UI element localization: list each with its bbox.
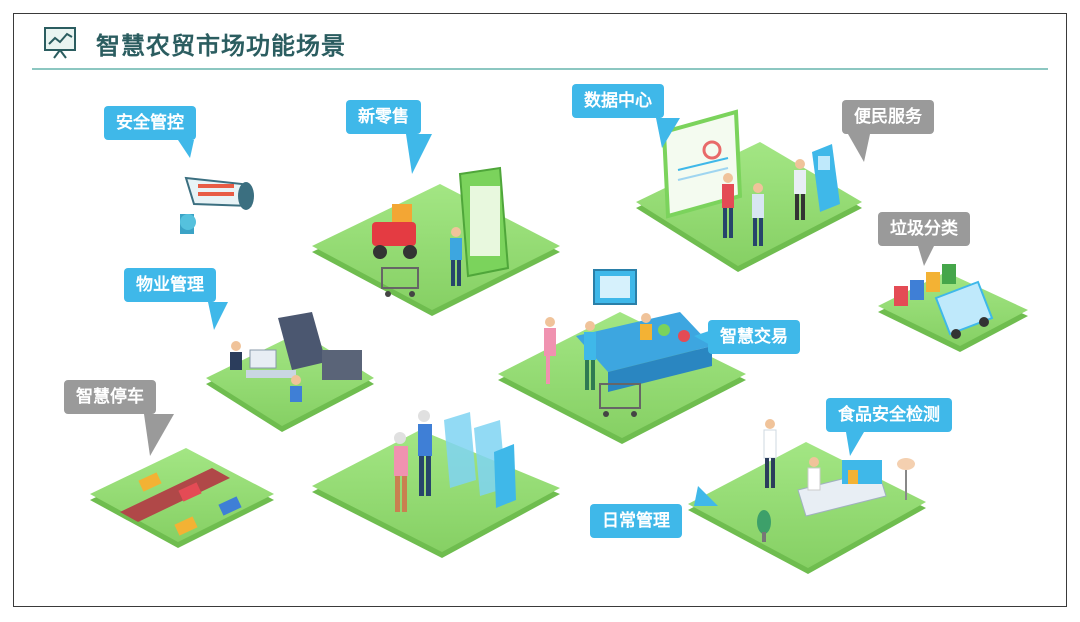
label-smart-parking: 智慧停车 (64, 380, 174, 456)
parking-lot-icon (120, 468, 242, 536)
callout-tail (144, 414, 174, 456)
platform-new-retail (312, 184, 560, 316)
elderly-couple-figures (394, 410, 432, 512)
platform-entrance (312, 430, 560, 558)
callout-tail (846, 432, 864, 456)
trade-figures (544, 313, 652, 390)
shopping-cart-icon (599, 383, 641, 417)
callout-tail (178, 140, 194, 158)
tree-icon (757, 510, 771, 542)
callout-tail (694, 486, 718, 506)
label-daily-management: 日常管理 (590, 486, 718, 538)
delivery-scooter-icon (372, 204, 417, 259)
security-camera-icon (180, 176, 254, 234)
label-smart-trade: 智慧交易 (694, 320, 800, 354)
callout-tail (208, 302, 228, 330)
callout-tail (848, 134, 870, 162)
label-property-management: 物业管理 (124, 268, 228, 330)
office-desk-icon (230, 341, 302, 402)
entry-gates-icon (444, 412, 516, 508)
callout-tail (406, 134, 432, 174)
callout-tail (918, 246, 934, 266)
label-food-safety-testing: 食品安全检测 (826, 398, 952, 456)
callout-tail (656, 118, 680, 148)
waste-bins-icon (894, 264, 956, 306)
inspector-figure (763, 419, 777, 488)
shopping-cart-icon (381, 267, 419, 297)
server-cabinet-icon (278, 312, 362, 380)
label-security-control: 安全管控 (104, 106, 196, 158)
self-service-kiosk-icon (812, 144, 840, 212)
callout-tail (694, 330, 712, 346)
presentation-board-icon (44, 27, 76, 59)
label-convenience-service: 便民服务 (842, 100, 934, 162)
staff-figures (722, 159, 806, 246)
price-screen-icon (593, 269, 637, 305)
inspection-lab-icon (797, 457, 887, 517)
market-stall-icon (576, 312, 712, 392)
page-title: 智慧农贸市场功能场景 (96, 32, 346, 60)
label-data-center: 数据中心 (572, 84, 680, 148)
garbage-truck-icon (934, 280, 994, 339)
lamp-icon (897, 458, 915, 500)
shopper-figure (450, 227, 462, 286)
title-divider (32, 68, 1048, 70)
label-waste-sorting: 垃圾分类 (878, 212, 970, 266)
label-new-retail: 新零售 (346, 100, 432, 174)
phone-screen-icon (458, 166, 510, 278)
data-dashboard-icon (661, 109, 743, 219)
